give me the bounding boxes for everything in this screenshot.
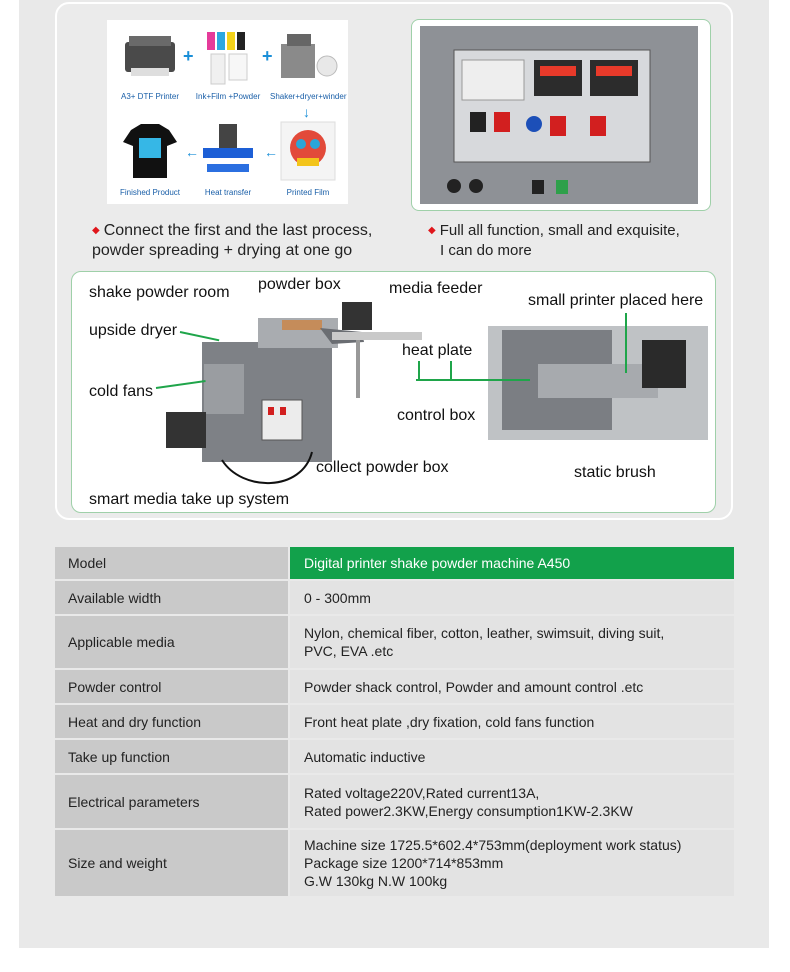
label-collect-powder-box: collect powder box <box>316 459 449 476</box>
spec-row: Take up function Automatic inductive <box>55 740 734 773</box>
process-step-shaker: Shaker+dryer+winder <box>270 28 346 101</box>
spec-row: Applicable media Nylon, chemical fiber, … <box>55 616 734 668</box>
ink-film-icon <box>207 32 248 85</box>
process-label: Heat transfer <box>204 188 252 197</box>
spec-value: Automatic inductive <box>290 740 734 773</box>
process-flow-image: A3+ DTF Printer + Ink+Film +Powder + Sha… <box>107 20 348 204</box>
process-label: Shaker+dryer+winder <box>270 92 347 101</box>
machine-diagram: shake powder room powder box media feede… <box>71 271 716 513</box>
spec-row: Electrical parameters Rated voltage220V,… <box>55 775 734 828</box>
process-label: Printed Film <box>286 188 330 197</box>
label-small-printer: small printer placed here <box>528 292 704 309</box>
spec-key: Electrical parameters <box>55 775 288 828</box>
arrow-left-icon: ← <box>264 144 278 160</box>
label-take-up-system: smart media take up system <box>89 491 290 508</box>
printed-film-icon <box>280 121 336 181</box>
spec-row: Powder control Powder shack control, Pow… <box>55 670 734 703</box>
label-upside-dryer: upside dryer <box>89 322 178 339</box>
spec-value: Machine size 1725.5*602.4*753mm(deployme… <box>290 830 734 896</box>
leader-line <box>418 361 420 381</box>
printer-icon <box>125 36 175 76</box>
shaker-icon <box>281 34 338 78</box>
machine-illustration <box>166 302 708 484</box>
bullet-left: ◆Connect the first and the last process,… <box>92 221 372 261</box>
leader-line <box>625 313 627 373</box>
control-panel-photo <box>411 19 711 211</box>
spec-value: Nylon, chemical fiber, cotton, leather, … <box>290 616 734 668</box>
spec-value: Rated voltage220V,Rated current13A, Rate… <box>290 775 734 828</box>
label-media-feeder: media feeder <box>389 280 483 297</box>
spec-row: Model Digital printer shake powder machi… <box>55 547 734 579</box>
process-step-printer: A3+ DTF Printer <box>115 28 185 101</box>
control-panel-illustration <box>420 26 698 204</box>
spec-row: Available width 0 - 300mm <box>55 581 734 614</box>
plus-icon: + <box>262 46 273 66</box>
process-step-ink: Ink+Film +Powder <box>193 28 263 101</box>
spec-value: Digital printer shake powder machine A45… <box>290 547 734 579</box>
spec-value: 0 - 300mm <box>290 581 734 614</box>
label-heat-plate: heat plate <box>402 342 473 359</box>
process-label: A3+ DTF Printer <box>120 92 179 101</box>
tshirt-icon <box>123 124 177 178</box>
process-step-heat: Heat transfer <box>193 120 263 197</box>
arrow-down-icon: ↓ <box>303 104 310 120</box>
process-label: Ink+Film +Powder <box>195 92 261 101</box>
process-step-tshirt: Finished Product <box>115 120 185 197</box>
bullet-left-line-2: powder spreading + drying at one go <box>92 242 353 260</box>
bullet-right: ◆Full all function, small and exquisite,… <box>428 221 680 261</box>
spec-key: Powder control <box>55 670 288 703</box>
spec-row: Size and weight Machine size 1725.5*602.… <box>55 830 734 896</box>
spec-value: Powder shack control, Powder and amount … <box>290 670 734 703</box>
bullet-dot-icon: ◆ <box>92 225 100 236</box>
label-static-brush: static brush <box>574 464 656 481</box>
spec-key: Size and weight <box>55 830 288 896</box>
label-shake-powder-room: shake powder room <box>89 284 230 301</box>
spec-key: Take up function <box>55 740 288 773</box>
bullet-left-line-1: Connect the first and the last process, <box>103 222 373 240</box>
label-cold-fans: cold fans <box>89 383 154 400</box>
label-control-box: control box <box>397 407 476 424</box>
spec-key: Applicable media <box>55 616 288 668</box>
heat-press-icon <box>203 124 253 172</box>
spec-value: Front heat plate ,dry fixation, cold fan… <box>290 705 734 738</box>
arrow-left-icon: ← <box>185 144 199 160</box>
leader-line <box>450 361 452 381</box>
plus-icon: + <box>183 46 194 66</box>
label-powder-box: powder box <box>258 276 341 293</box>
spec-key: Heat and dry function <box>55 705 288 738</box>
process-label: Finished Product <box>119 188 181 197</box>
bullet-right-line-2: I can do more <box>440 242 532 260</box>
bullet-dot-icon: ◆ <box>428 225 436 237</box>
bullet-right-line-1: Full all function, small and exquisite, <box>439 222 680 239</box>
spec-key: Model <box>55 547 288 579</box>
spec-row: Heat and dry function Front heat plate ,… <box>55 705 734 738</box>
leader-line <box>416 379 470 381</box>
process-step-film: Printed Film <box>270 120 346 197</box>
spec-key: Available width <box>55 581 288 614</box>
leader-line <box>450 379 530 381</box>
